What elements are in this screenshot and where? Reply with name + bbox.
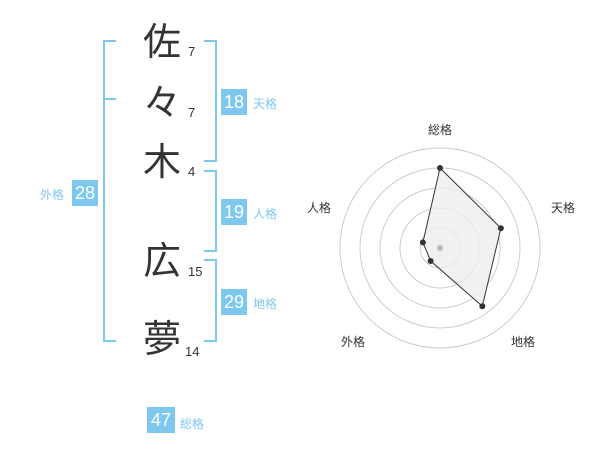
- radar-center-point: [437, 245, 443, 251]
- radar-point: [479, 303, 486, 310]
- radar-point: [419, 239, 426, 246]
- stroke-count-3: 4: [188, 164, 196, 179]
- radar-point: [497, 225, 504, 232]
- radar-point: [427, 257, 434, 264]
- jinkaku-bracket: [204, 170, 217, 252]
- chikaku-label: 地格: [253, 297, 278, 311]
- tenkaku-score: 18: [221, 89, 247, 115]
- stroke-count-2: 7: [188, 105, 196, 120]
- radar-points: [419, 165, 504, 310]
- axis-label-tenkaku: 天格: [551, 200, 575, 215]
- radar-ring: [339, 147, 541, 349]
- gaikaku-bracket-tick: [103, 98, 116, 100]
- stroke-count-1: 7: [188, 44, 196, 59]
- soukaku-label: 総格: [180, 417, 205, 431]
- stroke-count-5: 14: [185, 344, 200, 359]
- gaikaku-score: 28: [72, 180, 98, 206]
- radar-area: [422, 167, 502, 308]
- chikaku-bracket: [204, 259, 217, 342]
- jinkaku-label: 人格: [253, 207, 278, 221]
- name-char-1: 佐: [143, 20, 182, 64]
- name-char-4: 広: [143, 239, 182, 283]
- gaikaku-label: 外格: [40, 188, 65, 202]
- tenkaku-bracket: [204, 40, 217, 162]
- chikaku-score: 29: [221, 289, 247, 315]
- name-char-3: 木: [143, 140, 182, 184]
- radar-point: [437, 165, 443, 171]
- name-char-2: 々: [143, 81, 182, 125]
- jinkaku-score: 19: [221, 199, 247, 225]
- axis-label-gaikaku: 外格: [341, 334, 365, 349]
- name-char-5: 夢: [143, 317, 182, 361]
- gaikaku-bracket: [103, 40, 116, 342]
- axis-label-soukaku: 総格: [428, 122, 452, 137]
- axis-label-chikaku: 地格: [511, 334, 535, 349]
- stroke-count-4: 15: [188, 264, 203, 279]
- soukaku-score: 47: [147, 407, 175, 433]
- axis-label-jinkaku: 人格: [307, 200, 331, 215]
- tenkaku-label: 天格: [253, 97, 278, 111]
